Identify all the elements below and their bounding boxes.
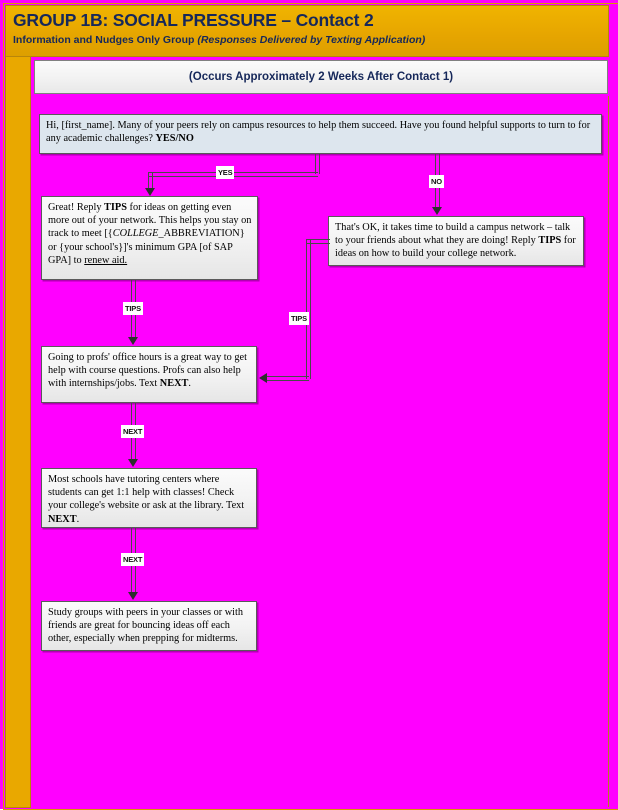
tutoring-centers-node[interactable]: Most schools have tutoring centers where… xyxy=(41,468,257,528)
tutoring-text-part-1: Most schools have tutoring centers where… xyxy=(48,474,245,512)
no-text-part-1: That's OK, it takes time to build a camp… xyxy=(335,222,571,247)
gold-left-rail xyxy=(5,57,31,808)
yes-tips-bold: TIPS xyxy=(104,202,127,213)
yes-college-italic: COLLEGE xyxy=(112,228,159,240)
edge-next-2-arrowhead xyxy=(127,592,138,600)
office-text-part-1: Going to profs' office hours is a great … xyxy=(48,352,247,390)
edge-no-arrowhead xyxy=(431,207,442,215)
yes-renew-aid-underline: renew aid. xyxy=(84,254,128,266)
page-title: GROUP 1B: SOCIAL PRESSURE – Contact 2 xyxy=(13,10,374,30)
edge-tips-right-segment-horizontal-b xyxy=(267,376,309,381)
edge-tips-right-arrowhead xyxy=(259,372,267,383)
office-text-part-2: . xyxy=(188,378,191,390)
no-tips-bold: TIPS xyxy=(538,235,562,247)
tutoring-text-part-2: . xyxy=(76,513,80,525)
study-groups-node[interactable]: Study groups with peers in your classes … xyxy=(41,601,257,651)
no-text-part-2: for ideas on how to build your college n… xyxy=(335,235,576,260)
office-next-bold: NEXT xyxy=(159,378,189,390)
edge-tips-left-arrowhead xyxy=(127,337,138,345)
timing-note-text: (Occurs Approximately 2 Weeks After Cont… xyxy=(188,71,454,83)
edge-yes-segment-down-b xyxy=(148,172,153,188)
office-hours-node[interactable]: Going to profs' office hours is a great … xyxy=(41,346,257,403)
intro-message-node[interactable]: Hi, [first_name]. Many of your peers rel… xyxy=(39,114,602,154)
edge-tips-right-segment-down xyxy=(306,239,311,379)
edge-label-next-1: NEXT xyxy=(121,425,145,438)
yes-text-part-2: for ideas on getting even more out of yo… xyxy=(48,202,252,240)
flowchart-canvas: Hi, [first_name]. Many of your peers rel… xyxy=(34,96,609,807)
edge-next-1-arrowhead xyxy=(127,459,138,467)
subtitle-italic-text: (Responses Delivered by Texting Applicat… xyxy=(197,34,426,46)
edge-yes-arrowhead xyxy=(144,188,155,196)
intro-text-part-1: Hi, [first_name]. Many of your peers rel… xyxy=(46,120,591,145)
edge-label-next-2: NEXT xyxy=(121,553,145,566)
no-branch-network-node[interactable]: That's OK, it takes time to build a camp… xyxy=(328,216,584,266)
edge-tips-right-segment-horizontal-a xyxy=(306,239,330,244)
edge-label-yes: YES xyxy=(216,166,235,179)
page-subtitle: Information and Nudges Only Group (Respo… xyxy=(13,33,608,47)
yes-text-part-1: Great! Reply xyxy=(48,202,105,213)
yes-text-part-3: _ABBREVIATION} or {your school's}]'s min… xyxy=(48,228,245,266)
edge-label-tips-left: TIPS xyxy=(123,302,143,315)
header-band: GROUP 1B: SOCIAL PRESSURE – Contact 2 In… xyxy=(5,5,609,57)
intro-yes-no-bold: YES/NO xyxy=(155,133,194,145)
timing-note-bar: (Occurs Approximately 2 Weeks After Cont… xyxy=(34,60,608,94)
edge-yes-segment-down-a xyxy=(315,154,320,174)
edge-label-no: NO xyxy=(429,175,444,188)
subtitle-plain-text: Information and Nudges Only Group xyxy=(13,34,198,46)
tutoring-next-bold: NEXT xyxy=(48,513,77,525)
yes-branch-tips-node[interactable]: Great! Reply TIPS for ideas on getting e… xyxy=(41,196,258,280)
edge-label-tips-right: TIPS xyxy=(289,312,309,325)
study-text: Study groups with peers in your classes … xyxy=(48,607,244,645)
